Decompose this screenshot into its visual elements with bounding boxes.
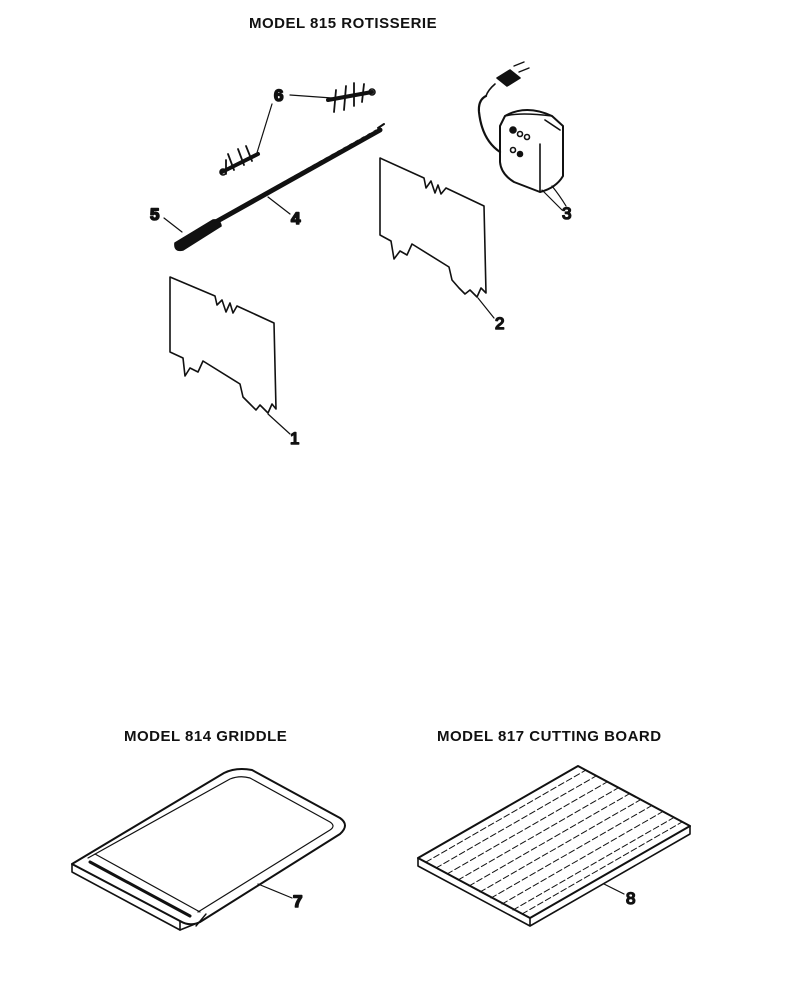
callout-7: 7 <box>293 892 302 911</box>
callout-6: 6 <box>274 86 283 105</box>
spit-rod <box>202 123 385 231</box>
leader-4 <box>267 196 291 215</box>
leader-7 <box>257 883 293 899</box>
callout-8: 8 <box>626 889 635 908</box>
leader-3 <box>541 189 563 211</box>
cutting-board <box>417 765 691 927</box>
rotisserie-title: MODEL 815 ROTISSERIE <box>249 15 438 32</box>
leader-6b <box>255 103 273 157</box>
griddle-title: MODEL 814 GRIDDLE <box>124 728 288 745</box>
leader-lines <box>163 94 625 899</box>
callout-5: 5 <box>150 205 159 224</box>
leader-1 <box>267 413 291 435</box>
rotisserie-motor <box>477 61 567 207</box>
spit-fork-lower <box>219 145 260 176</box>
griddle <box>71 768 346 931</box>
spit-handle <box>174 217 223 252</box>
bracket-panel-right <box>379 157 487 298</box>
leader-8 <box>603 883 625 895</box>
bracket-panel-left <box>169 276 277 414</box>
callout-3: 3 <box>562 204 571 223</box>
spit-fork-upper <box>326 82 376 113</box>
callout-1: 1 <box>290 429 299 448</box>
cutting-board-title: MODEL 817 CUTTING BOARD <box>437 728 662 745</box>
callout-2: 2 <box>495 314 504 333</box>
leader-5 <box>163 217 183 233</box>
callout-4: 4 <box>291 209 301 228</box>
leader-6a <box>289 94 333 99</box>
leader-2 <box>477 297 495 319</box>
